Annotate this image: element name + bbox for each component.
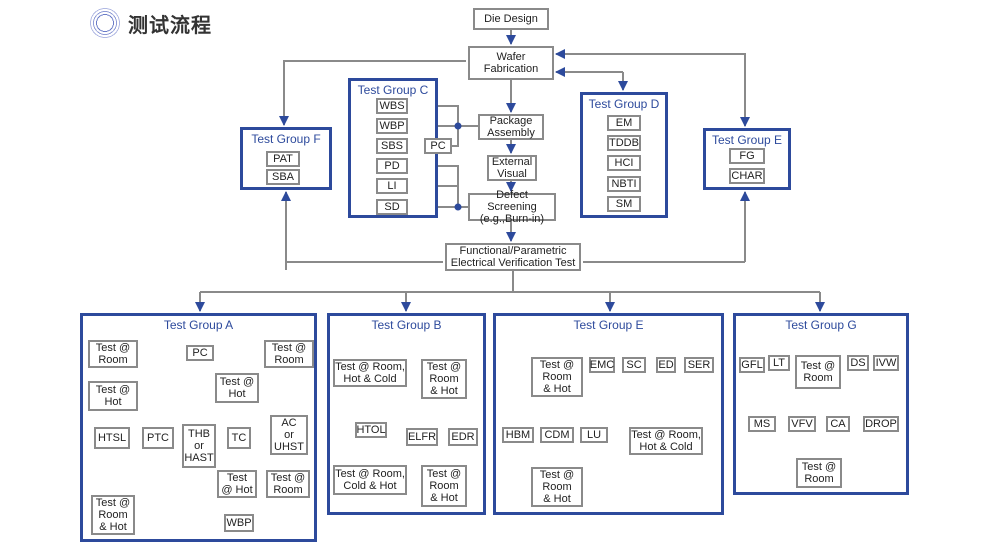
- item-sba: SBA: [266, 169, 300, 185]
- package-assembly-node: Package Assembly: [478, 114, 544, 140]
- external-visual-node: External Visual: [487, 155, 537, 181]
- g-ivw: IVW: [873, 355, 899, 371]
- a-ptc: PTC: [142, 427, 174, 449]
- a-wbp: WBP: [224, 514, 254, 532]
- g-gfl: GFL: [739, 357, 765, 373]
- g-ms: MS: [748, 416, 776, 432]
- b-edr: EDR: [448, 428, 478, 446]
- group-title: Test Group D: [588, 97, 660, 111]
- item-wbs: WBS: [376, 98, 408, 114]
- e-emc: EMC: [589, 357, 615, 373]
- item-sbs: SBS: [376, 138, 408, 154]
- junction-dot: [454, 203, 462, 211]
- dotted-circle-logo-icon: [88, 6, 122, 40]
- item-tddb: TDDB: [607, 135, 641, 151]
- item-hci: HCI: [607, 155, 641, 171]
- a-test-hot-3: Test @ Hot: [217, 470, 257, 498]
- a-test-hot-2: Test @ Hot: [215, 373, 259, 403]
- b-test-room-cold-hot: Test @ Room, Cold & Hot: [333, 465, 407, 495]
- a-htsl: HTSL: [94, 427, 130, 449]
- group-title: Test Group F: [251, 132, 321, 146]
- g-ca: CA: [826, 416, 850, 432]
- item-nbti: NBTI: [607, 176, 641, 192]
- e-ed: ED: [656, 357, 676, 373]
- a-tc: TC: [227, 427, 251, 449]
- g-vfv: VFV: [788, 416, 816, 432]
- g-ds: DS: [847, 355, 869, 371]
- item-sd: SD: [376, 199, 408, 215]
- page-header: 测试流程: [88, 6, 212, 40]
- a-thb-hast: THB or HAST: [182, 424, 216, 468]
- item-pd: PD: [376, 158, 408, 174]
- e-ser: SER: [684, 357, 714, 373]
- a-test-hot-1: Test @ Hot: [88, 381, 138, 411]
- e-test-room-hot-cold: Test @ Room, Hot & Cold: [629, 427, 703, 455]
- item-pat: PAT: [266, 151, 300, 167]
- a-test-room-3: Test @ Room: [266, 470, 310, 498]
- wafer-fabrication-node: Wafer Fabrication: [468, 46, 554, 80]
- e-test-room-hot-2: Test @ Room & Hot: [531, 467, 583, 507]
- item-li: LI: [376, 178, 408, 194]
- item-sm: SM: [607, 196, 641, 212]
- e-hbm: HBM: [502, 427, 534, 443]
- group-title: Test Group A: [163, 318, 234, 332]
- a-test-room-hot: Test @ Room & Hot: [91, 495, 135, 535]
- group-title: Test Group C: [357, 83, 429, 97]
- group-c-pc-node: PC: [424, 138, 452, 154]
- a-test-room-1: Test @ Room: [88, 340, 138, 368]
- group-title: Test Group G: [785, 318, 857, 332]
- item-wbp: WBP: [376, 118, 408, 134]
- functional-test-node: Functional/Parametric Electrical Verific…: [445, 243, 581, 271]
- g-lt: LT: [768, 355, 790, 371]
- e-sc: SC: [622, 357, 646, 373]
- e-cdm: CDM: [540, 427, 574, 443]
- b-htol: HTOL: [355, 422, 387, 438]
- g-test-room-2: Test @ Room: [796, 458, 842, 488]
- group-title: Test Group E: [573, 318, 644, 332]
- g-drop: DROP: [863, 416, 899, 432]
- group-title: Test Group E: [711, 133, 783, 147]
- item-em: EM: [607, 115, 641, 131]
- b-test-room-hot-cold: Test @ Room, Hot & Cold: [333, 359, 407, 387]
- connector-arrow: [279, 60, 466, 126]
- e-test-room-hot-1: Test @ Room & Hot: [531, 357, 583, 397]
- b-elfr: ELFR: [406, 428, 438, 446]
- b-test-room-hot-2: Test @ Room & Hot: [421, 465, 467, 507]
- die-design-node: Die Design: [473, 8, 549, 30]
- junction-dot: [454, 122, 462, 130]
- page-title: 测试流程: [128, 12, 212, 37]
- item-fg: FG: [729, 148, 765, 164]
- test-group-e-bottom: Test Group E: [493, 313, 724, 515]
- e-lu: LU: [580, 427, 608, 443]
- group-title: Test Group B: [371, 318, 442, 332]
- a-test-room-2: Test @ Room: [264, 340, 314, 368]
- b-test-room-hot-1: Test @ Room & Hot: [421, 359, 467, 399]
- connector-line: [452, 126, 459, 147]
- a-pc: PC: [186, 345, 214, 361]
- a-ac-uhst: AC or UHST: [270, 415, 308, 455]
- g-test-room-1: Test @ Room: [795, 355, 841, 389]
- item-char: CHAR: [729, 168, 765, 184]
- defect-screening-node: Defect Screening (e.g.,Burn-in): [468, 189, 556, 225]
